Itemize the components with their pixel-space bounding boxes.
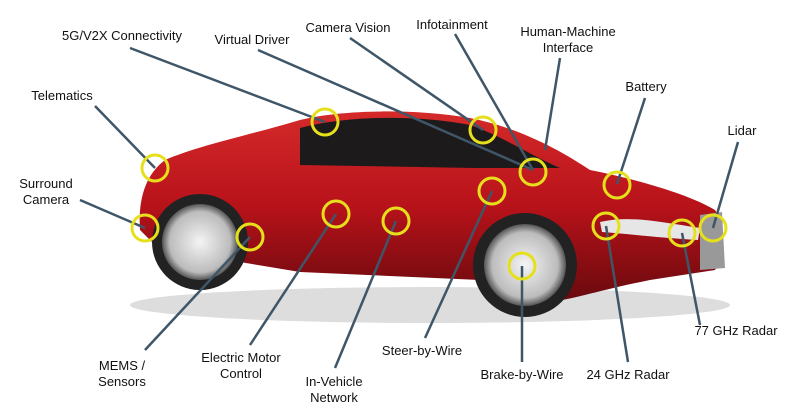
callout-surround-camera <box>130 213 160 243</box>
callout-battery <box>602 170 632 200</box>
label-connectivity: 5G/V2X Connectivity <box>62 28 182 43</box>
label-network-line1: In-Vehicle <box>305 374 363 389</box>
leader-lines <box>79 33 740 369</box>
callout-radar24 <box>591 211 621 241</box>
car-windows <box>300 117 560 168</box>
callout-connectivity <box>310 107 340 137</box>
label-hmi-line1: Human-Machine <box>520 24 616 39</box>
label-telematics: Telematics <box>31 88 93 103</box>
label-brake: Brake-by-Wire <box>480 367 564 382</box>
car-shadow <box>130 287 730 323</box>
label-camera-vision: Camera Vision <box>305 20 391 35</box>
callout-lidar <box>698 213 728 243</box>
label-battery: Battery <box>625 79 667 94</box>
callout-radar77 <box>667 218 697 248</box>
label-virtual-driver: Virtual Driver <box>214 32 290 47</box>
label-surround-camera: Surround Camera <box>19 176 72 208</box>
label-surround-line2: Camera <box>22 192 70 207</box>
label-infotainment: Infotainment <box>416 17 488 32</box>
callout-motor-control <box>321 199 351 229</box>
label-mems: MEMS / Sensors <box>98 358 146 390</box>
label-radar77: 77 GHz Radar <box>694 323 778 338</box>
callout-brake <box>507 251 537 281</box>
callout-telematics <box>140 153 170 183</box>
car-body <box>139 111 723 300</box>
label-network-line2: Network <box>310 390 358 405</box>
label-radar24: 24 GHz Radar <box>586 367 670 382</box>
rear-wheel <box>152 194 248 290</box>
callout-mems <box>235 222 265 252</box>
label-lidar: Lidar <box>727 123 757 138</box>
label-motor-control: Electric Motor Control <box>201 350 280 382</box>
callout-network <box>381 206 411 236</box>
label-mems-line2: Sensors <box>98 374 146 389</box>
label-steer: Steer-by-Wire <box>381 343 463 358</box>
front-wheel <box>473 213 577 317</box>
callout-camera-vision <box>468 115 498 145</box>
headlight <box>600 219 700 240</box>
callout-steer <box>477 176 507 206</box>
label-network: In-Vehicle Network <box>305 374 362 406</box>
callout-infotainment <box>518 157 548 187</box>
label-motor-line2: Control <box>220 366 262 381</box>
label-surround-line1: Surround <box>19 176 73 191</box>
label-hmi: Human-Machine Interface <box>520 24 615 56</box>
label-motor-line1: Electric Motor <box>201 350 281 365</box>
label-hmi-line2: Interface <box>542 40 594 55</box>
label-mems-line1: MEMS / <box>98 358 146 373</box>
